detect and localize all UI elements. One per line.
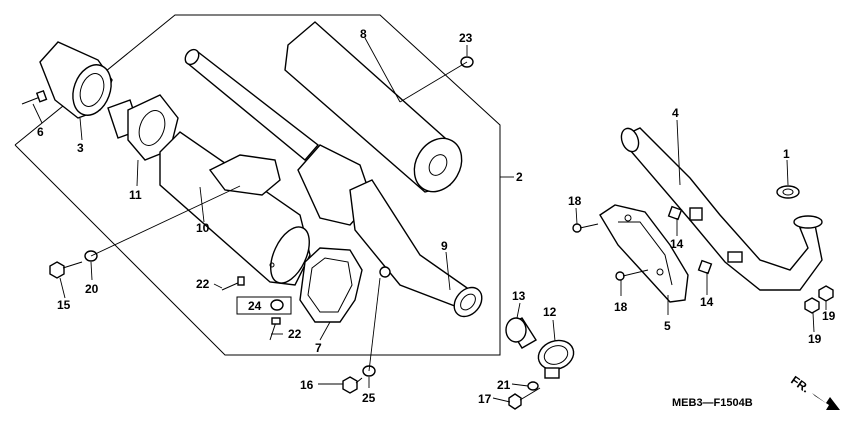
callout-24: 24 (248, 299, 262, 313)
joint-collar (505, 317, 537, 349)
callout-5: 5 (664, 319, 671, 333)
callout-20: 20 (85, 282, 99, 296)
part-24-box (236, 296, 292, 315)
front-direction-indicator: FR. (788, 373, 840, 410)
muffler-shell (159, 131, 311, 286)
bolt-22a (221, 276, 245, 291)
callout-22b: 22 (288, 327, 302, 341)
callout-7: 7 (315, 341, 322, 355)
nut-19b (804, 297, 820, 314)
bolt-15 (49, 261, 83, 279)
bolt-22b (269, 317, 281, 341)
callout-23: 23 (459, 31, 473, 45)
heat-protector (599, 204, 689, 303)
gasket (776, 185, 800, 199)
callout-4: 4 (672, 106, 679, 120)
callout-16: 16 (300, 378, 314, 392)
clamp-band (537, 339, 575, 379)
exhaust-header-pipe (620, 127, 823, 291)
front-arrow-icon (812, 393, 840, 410)
callout-19a: 19 (822, 309, 836, 323)
washer-21 (527, 381, 539, 391)
bolt-6 (21, 89, 48, 105)
bolt-16 (342, 376, 363, 394)
callout-6: 6 (37, 125, 44, 139)
callout-15: 15 (57, 298, 71, 312)
muffler-band (299, 247, 363, 323)
callout-14a: 14 (670, 237, 684, 251)
callout-3: 3 (77, 141, 84, 155)
perforated-pipe (184, 48, 320, 161)
callout-14b: 14 (700, 295, 714, 309)
bolt-17 (508, 387, 541, 410)
callout-18a: 18 (568, 194, 582, 208)
assembly-outline (14, 14, 501, 356)
end-cap (39, 41, 113, 119)
callout-2: 2 (516, 170, 523, 184)
clip-14a (667, 205, 683, 221)
callout-13: 13 (512, 289, 526, 303)
callout-19b: 19 (808, 332, 822, 346)
callout-11: 11 (129, 188, 142, 202)
callout-10: 10 (196, 221, 210, 235)
bolt-18a (572, 223, 599, 233)
callout-17: 17 (478, 392, 492, 406)
callout-8: 8 (360, 27, 367, 41)
grommet-24 (270, 299, 284, 311)
nut-19a (818, 285, 834, 302)
muffler-body-pipe (297, 144, 483, 318)
front-direction-label: FR. (788, 373, 812, 396)
callout-1: 1 (783, 147, 790, 161)
bolt-18b (615, 269, 649, 281)
callout-21: 21 (497, 378, 511, 392)
callout-9: 9 (441, 239, 448, 253)
leader-lines (32, 37, 827, 403)
silencer-packing (284, 21, 463, 193)
callout-25: 25 (362, 391, 376, 405)
clip-14b (697, 259, 713, 275)
diagram-code: MEB3—F1504B (672, 397, 753, 409)
callout-12: 12 (543, 305, 557, 319)
callout-22a: 22 (196, 277, 210, 291)
callout-18b: 18 (614, 300, 628, 314)
